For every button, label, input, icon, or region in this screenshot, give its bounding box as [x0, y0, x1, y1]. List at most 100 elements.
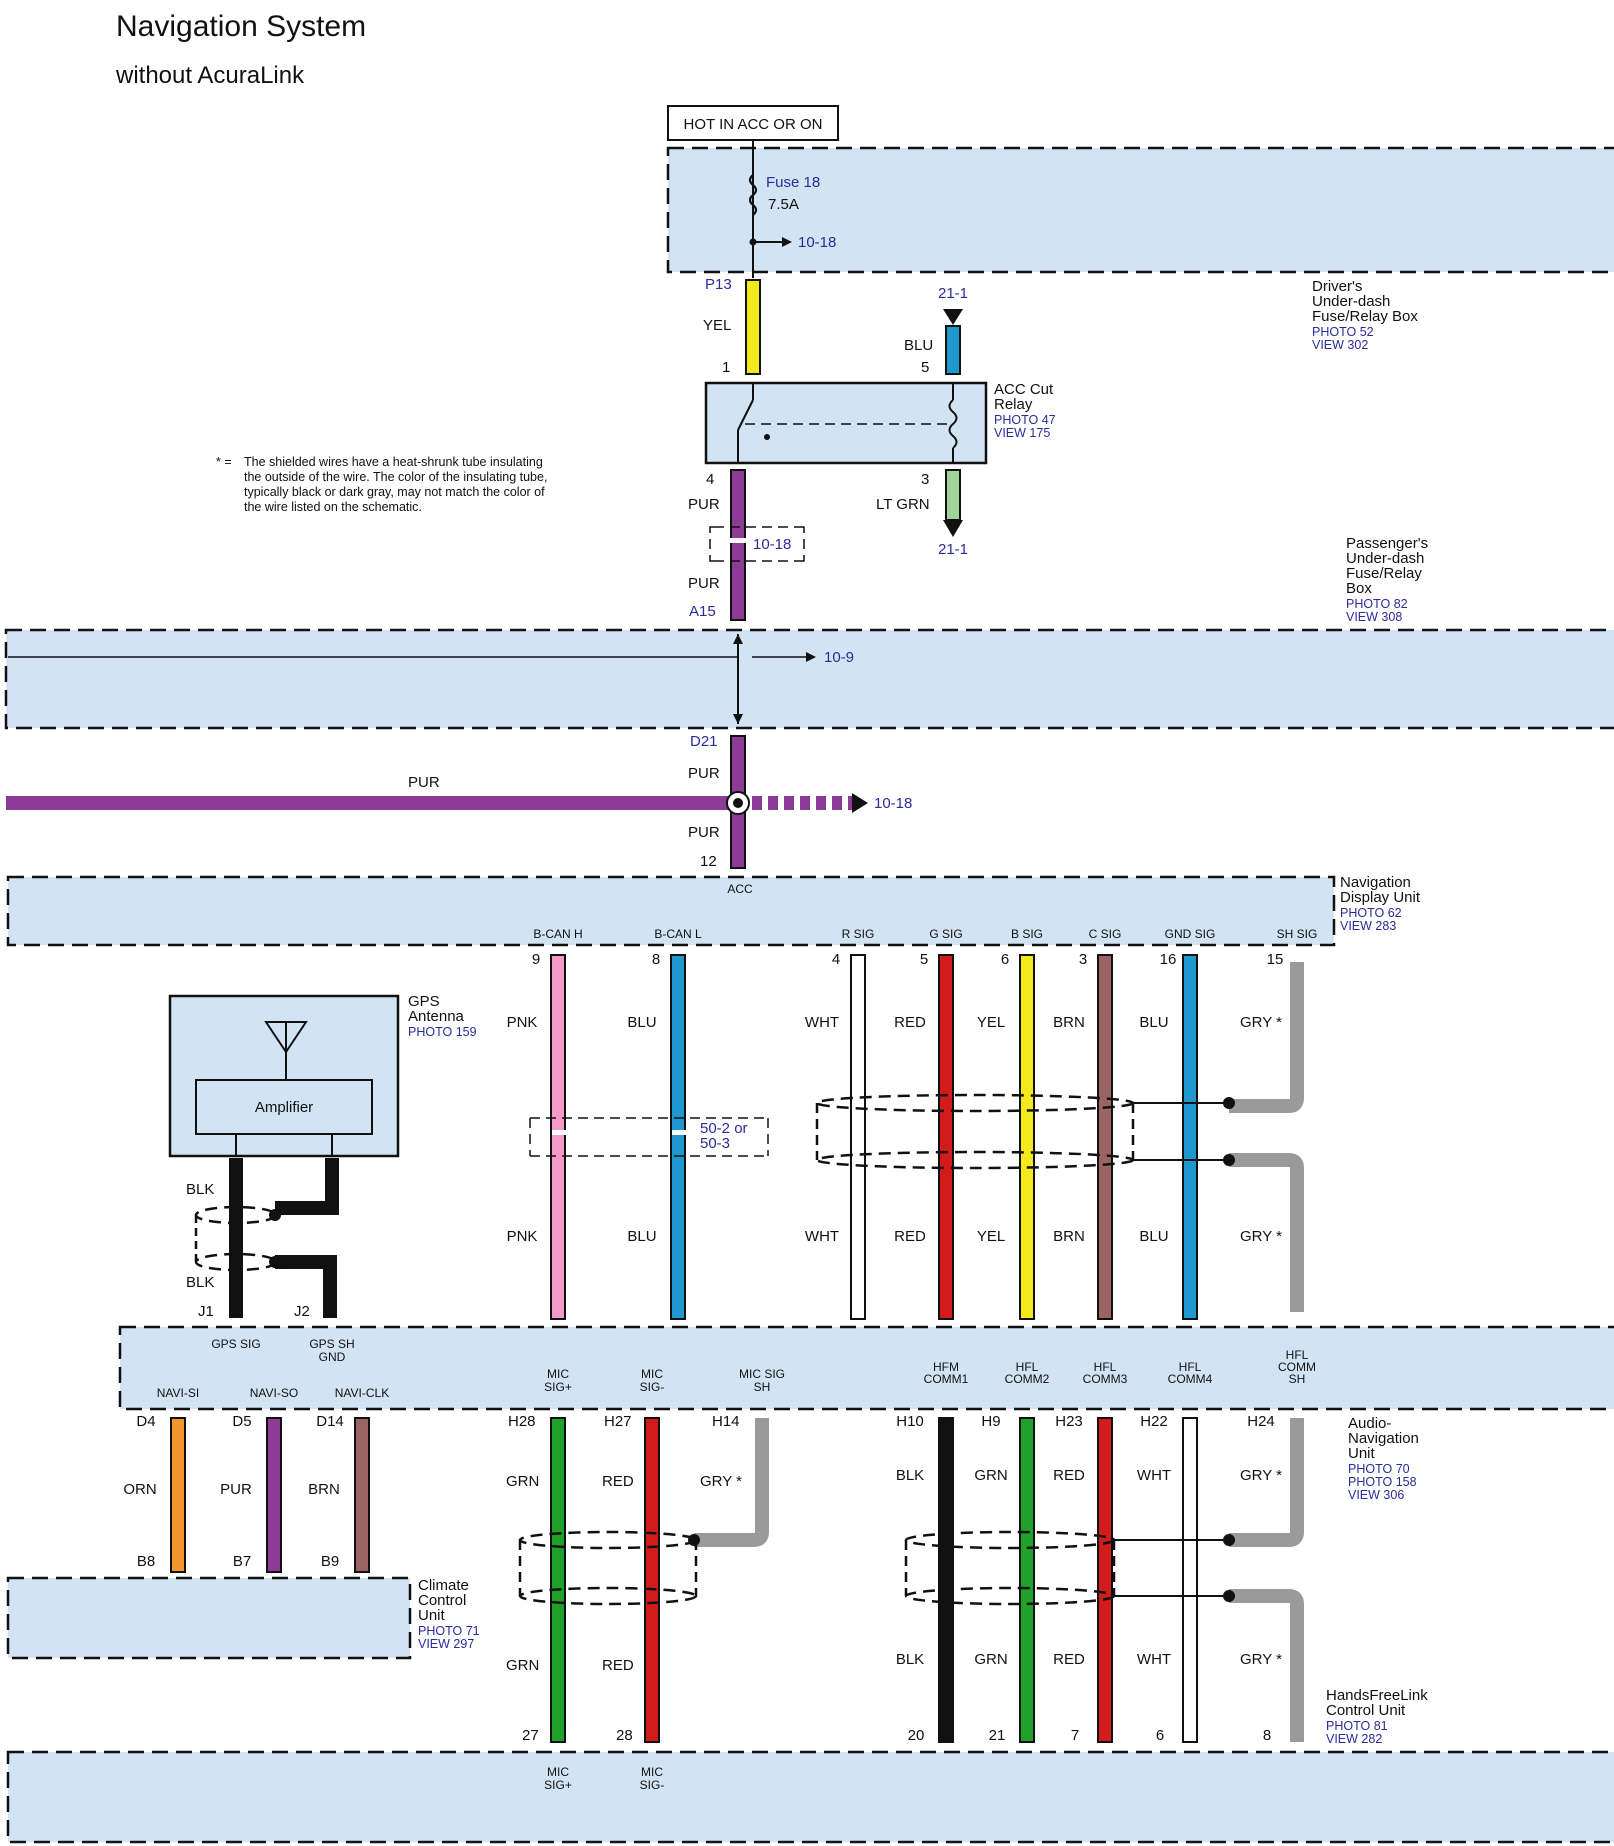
wire-pur-label3: PUR	[688, 765, 720, 782]
audio-nav-ref1: PHOTO 70	[1348, 1462, 1410, 1476]
hfl-wire-color-top: BLK	[896, 1467, 924, 1484]
wire-ltgrn-label: LT GRN	[876, 496, 930, 513]
climate-pin-top-label: NAVI-SI	[157, 1386, 199, 1400]
pin-d21: D21	[690, 733, 718, 750]
climate-bottom-pin: B8	[137, 1553, 155, 1570]
note-mark: * =	[216, 455, 232, 469]
nav-pin-top-label: GND SIG	[1165, 927, 1216, 941]
nav-display-ref2: VIEW 283	[1340, 919, 1396, 933]
nav-pin-number: 16	[1160, 951, 1177, 968]
hfl-ref1: PHOTO 81	[1326, 1719, 1388, 1733]
ref-50-2: 50-2 or	[700, 1120, 748, 1137]
hfl-bottom-pin: 7	[1071, 1727, 1079, 1744]
nav-pin-top-label: G SIG	[929, 927, 962, 941]
nav-wire-color-top: PNK	[507, 1014, 538, 1031]
hfl-pin-top-label: COMM4	[1168, 1372, 1213, 1386]
pin-27: 27	[522, 1727, 539, 1744]
wire-pur-horizontal	[6, 796, 738, 810]
break-gap-2	[552, 1130, 568, 1135]
pin-j1: J1	[198, 1303, 214, 1320]
hfl-pin-top-label: SH	[1289, 1372, 1306, 1386]
audio-nav-ref3: VIEW 306	[1348, 1488, 1404, 1502]
nav-wire-color-bottom: WHT	[805, 1228, 839, 1245]
nav-wire	[850, 954, 866, 1320]
climate-line3: Unit	[418, 1607, 446, 1624]
climate-ref1: PHOTO 71	[418, 1624, 480, 1638]
hfl-pin-top-label: HFL	[1179, 1360, 1202, 1374]
hfl-bottom-pin: 20	[908, 1727, 925, 1744]
pin-5: 5	[921, 359, 929, 376]
climate-bottom-pin: B9	[321, 1553, 339, 1570]
mic-shield-top	[518, 1530, 698, 1550]
climate-bottom-pin: B7	[233, 1553, 251, 1570]
nav-display-box	[6, 875, 1336, 947]
page-subtitle: without AcuraLink	[115, 62, 305, 89]
nav-wire-color-bottom: YEL	[977, 1228, 1005, 1245]
nav-wire-color-top: BLU	[627, 1014, 656, 1031]
pin-28: 28	[616, 1727, 633, 1744]
nav-wire	[1097, 954, 1113, 1320]
hfl-pin-top-label: COMM1	[924, 1372, 969, 1386]
nav-pin-number: 9	[532, 951, 540, 968]
note-line1: The shielded wires have a heat-shrunk tu…	[244, 455, 543, 469]
wire-blu-relay	[945, 325, 961, 375]
hfl-pin-top-label: COMM2	[1005, 1372, 1050, 1386]
hfl-pin-number: H24	[1247, 1413, 1275, 1430]
pin-a15: A15	[689, 603, 716, 620]
hot-label-box	[667, 105, 839, 141]
hfl-line2: Control Unit	[1326, 1702, 1406, 1719]
mic-pos-top2: SIG+	[544, 1380, 572, 1394]
wire-gps-sh-top	[275, 1158, 339, 1215]
pin-h27: H27	[604, 1413, 632, 1430]
hfl-pin-top-label: HFL	[1286, 1348, 1309, 1362]
nav-wire-color-top: GRY *	[1240, 1014, 1282, 1031]
hfl-pin-top-label: COMM3	[1083, 1372, 1128, 1386]
pin-h14: H14	[712, 1413, 740, 1430]
wire-pur-label2: PUR	[688, 575, 720, 592]
ref-21-1-bottom: 21-1	[938, 541, 968, 558]
mic-grn-label1: GRN	[506, 1473, 539, 1490]
hfl-wire-color-bottom: BLK	[896, 1651, 924, 1668]
pass-box-ref1: PHOTO 82	[1346, 597, 1408, 611]
wire-pur-label4: PUR	[408, 774, 440, 791]
nav-wire	[938, 954, 954, 1320]
nav-wire-color-top: BLU	[1139, 1014, 1168, 1031]
climate-line1: Climate	[418, 1577, 469, 1594]
gps-sh-label: GPS SH	[309, 1337, 354, 1351]
gps-blk-label2: BLK	[186, 1274, 214, 1291]
connector-50	[529, 1117, 769, 1157]
hfl-bottom-pin: 6	[1156, 1727, 1164, 1744]
pass-box-line4: Box	[1346, 580, 1372, 597]
ref-10-18-conn: 10-18	[753, 536, 791, 553]
gry-drain-top	[1229, 962, 1304, 1113]
audio-nav-line3: Unit	[1348, 1445, 1376, 1462]
nav-wire-color-bottom: PNK	[507, 1228, 538, 1245]
hfl-wire-color-top: GRN	[974, 1467, 1007, 1484]
pin-p13: P13	[705, 276, 732, 293]
driver-box-line1: Driver's	[1312, 278, 1362, 295]
climate-pin-top-label: NAVI-CLK	[335, 1386, 389, 1400]
gps-blk-label1: BLK	[186, 1181, 214, 1198]
wire-blu-label: BLU	[904, 337, 933, 354]
ref-10-9: 10-9	[824, 649, 854, 666]
hfl-pin-top-label: HFL	[1094, 1360, 1117, 1374]
gps-line2: Antenna	[408, 1008, 465, 1025]
ref-50-3: 50-3	[700, 1135, 730, 1152]
nav-pin-number: 3	[1079, 951, 1087, 968]
wire-pur-relay	[730, 469, 746, 621]
nav-wire-color-top: RED	[894, 1014, 926, 1031]
nav-wire-color-bottom: RED	[894, 1228, 926, 1245]
nav-pin-top-label: B-CAN H	[533, 927, 582, 941]
pin-h28: H28	[508, 1413, 536, 1430]
nav-pin-number: 6	[1001, 951, 1009, 968]
hfl-pin-number: H10	[896, 1413, 924, 1430]
hfl-shield-bottom	[904, 1586, 1116, 1606]
hfl-unit-box	[6, 1750, 1614, 1844]
nav-pin-number: 5	[920, 951, 928, 968]
hfl-wire	[1182, 1417, 1198, 1743]
arrow-right-icon	[806, 652, 816, 662]
mic-shield-bottom	[518, 1586, 698, 1606]
driver-box-ref2: VIEW 302	[1312, 338, 1368, 352]
gps-ref1: PHOTO 159	[408, 1025, 477, 1039]
